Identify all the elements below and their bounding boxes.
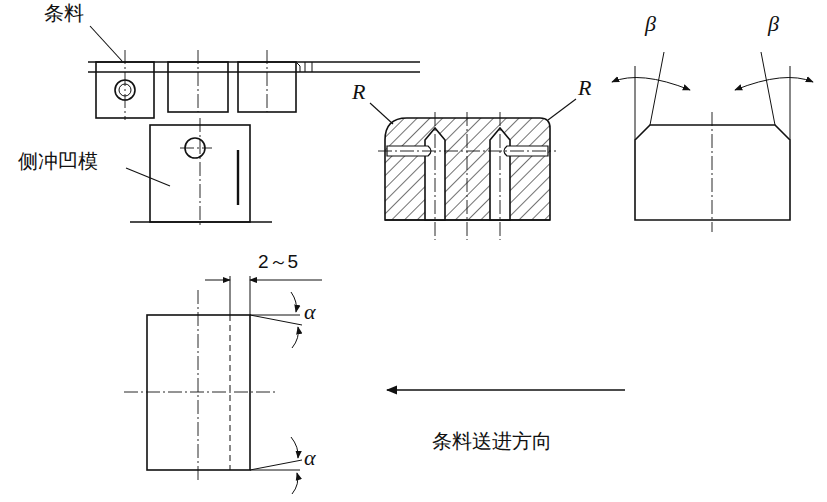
angle-label: β bbox=[768, 12, 779, 36]
angle-label: α bbox=[304, 446, 316, 470]
dimension: 2～5 bbox=[258, 252, 298, 273]
direction-note: 条料送进方向 bbox=[432, 430, 552, 452]
angle-label: β bbox=[645, 12, 656, 36]
radius-label: R bbox=[578, 76, 591, 100]
part-name: 条料 bbox=[44, 2, 84, 24]
radius-label: R bbox=[352, 80, 365, 104]
part-name: 侧冲凹模 bbox=[18, 150, 98, 172]
angle-label: α bbox=[304, 300, 316, 324]
